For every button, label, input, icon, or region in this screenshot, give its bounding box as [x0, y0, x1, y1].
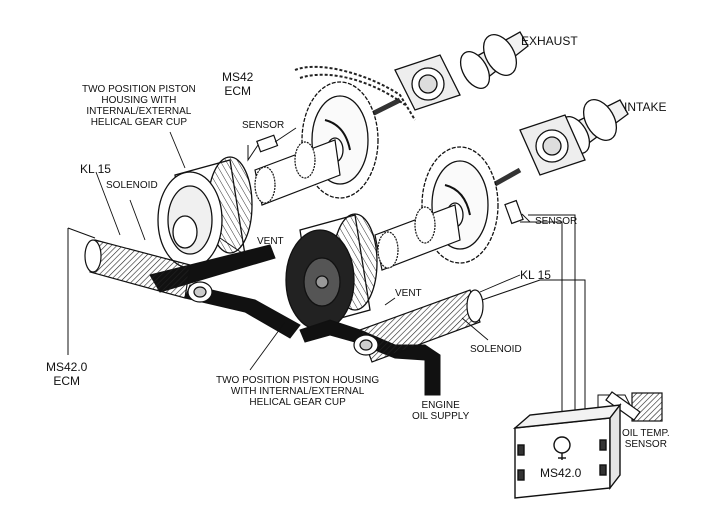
sensor-top-label: SENSOR	[242, 120, 285, 131]
intake-cam-sensor	[504, 199, 524, 225]
oil-temp-sensor	[605, 391, 663, 422]
kl15-right-label: KL 15	[520, 268, 551, 282]
right-solenoid	[353, 289, 484, 363]
ms420-ecm-left-label: MS42.0 ECM	[46, 360, 88, 388]
exhaust-piston-housing	[157, 156, 253, 271]
piston-housing-bottom-label: TWO POSITION PISTON HOUSING WITH INTERNA…	[216, 375, 380, 408]
intake-splined-shaft	[374, 204, 461, 271]
ms42-ecm-top-label: MS42 ECM	[222, 70, 254, 98]
solenoid-left-label: SOLENOID	[106, 180, 158, 191]
sensor-right-label: SENSOR	[535, 216, 578, 227]
vent-upper-label: VENT	[257, 236, 284, 247]
ecm-box-label: MS42.0	[540, 466, 582, 480]
intake-label: INTAKE	[624, 100, 667, 114]
exhaust-splined-shaft	[254, 139, 341, 206]
exhaust-label: EXHAUST	[521, 34, 578, 48]
wiring	[67, 144, 631, 415]
intake-piston-housing	[285, 213, 378, 331]
intake-camshaft	[438, 99, 629, 218]
vent-lower-label: VENT	[395, 288, 422, 299]
solenoid-right-label: SOLENOID	[470, 344, 522, 355]
exhaust-cam-sensor	[256, 134, 279, 153]
timing-chain	[294, 65, 416, 121]
left-solenoid	[84, 239, 213, 303]
engine-oil-supply-label: ENGINE OIL SUPPLY	[412, 400, 470, 422]
kl15-left-label: KL 15	[80, 162, 111, 176]
piston-housing-top-label: TWO POSITION PISTON HOUSING WITH INTERNA…	[82, 84, 196, 128]
oil-temp-sensor-label: OIL TEMP. SENSOR	[622, 428, 670, 450]
leader-lines	[95, 127, 531, 371]
ms420-ecm-box	[512, 402, 622, 499]
